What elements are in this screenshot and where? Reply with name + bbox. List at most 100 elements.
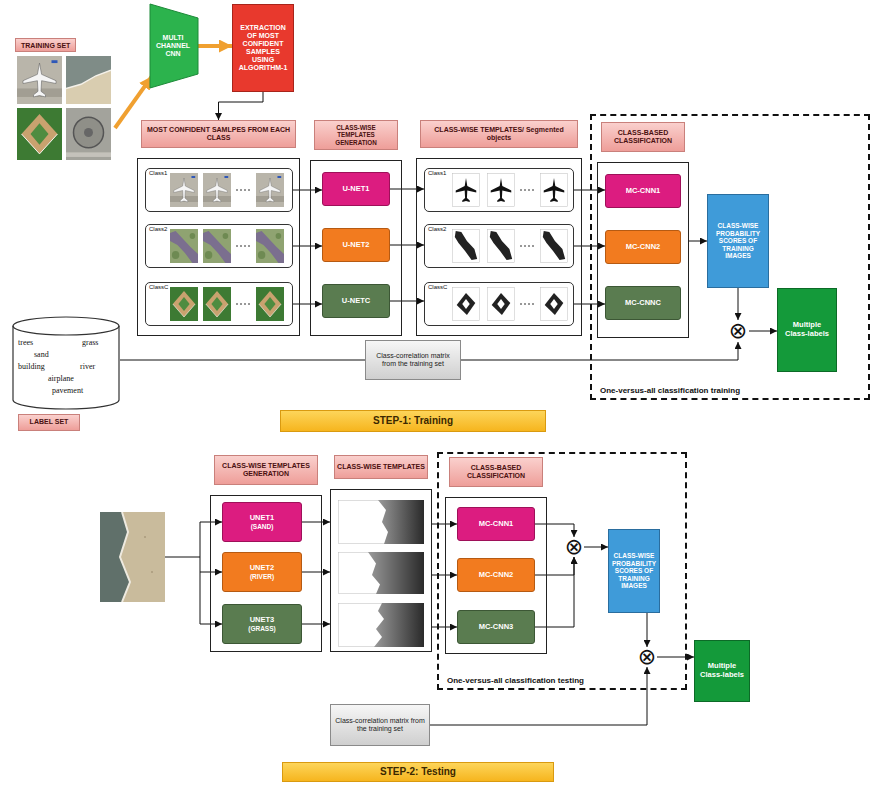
panel-frame xyxy=(416,158,582,336)
node-text: CLASS-WISE PROBABILITY SCORES OF TRAININ… xyxy=(612,552,656,589)
node-text: STEP-2: Testing xyxy=(286,766,550,778)
sample-panel: MOST CONFIDENT SAMLPES FROM EACH CLASS Cl… xyxy=(137,120,300,336)
multiply-node: ⊗ xyxy=(564,537,584,557)
node-text: Class-correlation matrix from the traini… xyxy=(369,352,457,368)
template-panel: CLASS-WISE TEMPLATES/ Segmented objectsC… xyxy=(416,120,582,336)
sample-thumb xyxy=(170,229,198,263)
cnn-box: MC-CNN2 xyxy=(457,558,535,592)
node-text: airplane xyxy=(48,374,74,383)
unet-box: UNET2(RIVER) xyxy=(222,552,302,592)
node-text: EXTRACTION OF MOST CONFIDENT SAMPLES USI… xyxy=(236,24,290,72)
node-text: One-versus-all classification training xyxy=(600,386,740,395)
connector xyxy=(390,245,424,246)
cnn-box: MC-CNN2 xyxy=(605,230,681,264)
connector xyxy=(535,557,574,627)
template-image xyxy=(338,500,424,544)
cylinder-body xyxy=(13,317,119,409)
panel-heading: MOST CONFIDENT SAMLPES FROM EACH CLASS xyxy=(141,120,296,148)
class-row: Class2 xyxy=(145,224,293,268)
sample-thumb xyxy=(203,173,231,207)
sample-thumb xyxy=(170,173,198,207)
node-text: LABEL SET xyxy=(22,418,76,426)
cylinder-rim xyxy=(13,326,119,335)
training-photo xyxy=(17,56,62,104)
node-text: MC-CNN2 xyxy=(609,243,677,252)
template-thumb xyxy=(452,229,479,262)
class-row: Class1 xyxy=(145,168,293,212)
process-box: EXTRACTION OF MOST CONFIDENT SAMPLES USI… xyxy=(232,4,294,92)
node-text: Class2 xyxy=(428,226,446,232)
connector xyxy=(390,189,424,190)
panel-heading: CLASS-WISE TEMPLATES GENERATION xyxy=(214,455,318,485)
sample-thumb xyxy=(256,229,284,263)
trapezoid-shape xyxy=(150,4,198,88)
node-text: trees xyxy=(18,338,33,347)
node-text: building xyxy=(18,362,45,371)
node-text: U-NET2 xyxy=(326,241,386,250)
connector xyxy=(749,331,777,332)
input-wire xyxy=(165,522,200,624)
connector xyxy=(738,288,739,320)
template-image xyxy=(338,552,424,594)
cnn-box: MC-CNN3 xyxy=(457,610,535,644)
class-row: Class2 xyxy=(424,224,574,268)
cnn-block: MULTI CHANNEL CNN xyxy=(150,4,198,88)
connector xyxy=(647,613,648,647)
template-image xyxy=(338,603,424,647)
sample-thumb xyxy=(256,173,284,207)
image-group: TRAINING SET xyxy=(15,38,115,163)
set-heading: TRAINING SET xyxy=(15,38,76,52)
node-text: Multiple Class-labels xyxy=(781,321,833,338)
output-box: Multiple Class-labels xyxy=(777,288,837,372)
connector xyxy=(584,547,608,548)
node-text: Class1 xyxy=(149,170,167,176)
template-thumb xyxy=(487,229,514,262)
node-text: TRAINING SET xyxy=(21,42,70,49)
matrix-box: Class-correlation matrix from the traini… xyxy=(365,340,461,380)
node-text: UNET3 xyxy=(226,616,298,625)
training-photo xyxy=(17,108,62,160)
node-text: ClassC xyxy=(149,284,168,290)
panel-frame xyxy=(137,158,300,336)
node-text: (SAND) xyxy=(226,523,298,530)
sample-thumb xyxy=(203,287,231,321)
node-text: sand xyxy=(34,350,49,359)
multiply-node: ⊗ xyxy=(727,320,749,342)
cnn-box: MC-CNN1 xyxy=(605,174,681,208)
panel-heading: CLASS-WISE TEMPLATES/ Segmented objects xyxy=(420,120,578,148)
connector xyxy=(120,360,365,361)
node-text: Class2 xyxy=(149,226,167,232)
node-text: CLASS-WISE TEMPLATES/ Segmented objects xyxy=(423,126,575,142)
connector xyxy=(198,44,232,48)
score-box: CLASS-WISE PROBABILITY SCORES OF TRAININ… xyxy=(707,194,769,288)
connector xyxy=(302,624,330,625)
sample-thumb xyxy=(170,287,198,321)
template-panel: CLASS-WISE TEMPLATES xyxy=(330,455,432,652)
node-text: ⊗ xyxy=(729,320,747,342)
connector xyxy=(293,304,322,305)
class-row: ClassC xyxy=(424,282,574,326)
connector xyxy=(302,572,330,573)
unet-box: UNET1(SAND) xyxy=(222,502,302,542)
node-text: CLASS-WISE PROBABILITY SCORES OF TRAININ… xyxy=(711,222,765,259)
test-photo xyxy=(100,512,165,602)
node-text: Class1 xyxy=(428,170,446,176)
node-text: MOST CONFIDENT SAMLPES FROM EACH CLASS xyxy=(144,126,293,142)
node-text: (GRASS) xyxy=(226,625,298,632)
ellipsis-dashes xyxy=(520,190,535,304)
ellipsis-dashes xyxy=(236,190,251,304)
node-text: ⊗ xyxy=(638,646,656,668)
label-tag: LABEL SET xyxy=(18,414,80,431)
connector xyxy=(461,342,738,360)
template-thumb xyxy=(487,287,514,320)
classifier-panel: CLASS-BASED CLASSIFICATION MC-CNN1MC-CNN2… xyxy=(597,122,689,338)
unet-panel: CLASS-WISE TEMPLATES GENERATION UNET1(SAN… xyxy=(210,455,322,652)
node-text: UNET1 xyxy=(226,514,298,523)
label-database: treesgrasssandbuildingriverairplanepavem… xyxy=(12,316,120,410)
node-text: CLASS-WISE TEMPLATES GENERATION xyxy=(217,462,315,478)
node-text: CLASS-WISE TEMPLATES xyxy=(337,463,425,471)
node-text: CLASS-BASED CLASSIFICATION xyxy=(604,129,682,145)
cnn-box: MC-CNN1 xyxy=(457,507,535,541)
input-arrow xyxy=(200,572,222,573)
panel-heading: CLASS-WISE TEMPLATES xyxy=(334,455,428,479)
